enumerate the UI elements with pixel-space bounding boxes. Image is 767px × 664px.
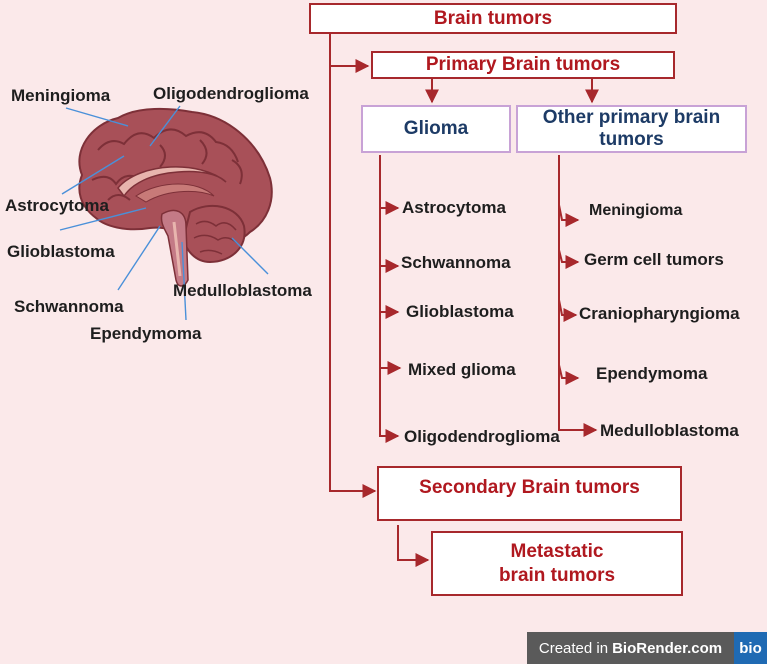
brain-label-medulloblastoma: Medulloblastoma xyxy=(173,281,312,300)
primary-brain-tumors-label: Primary Brain tumors xyxy=(425,54,621,75)
other-item-meningioma: Meningioma xyxy=(589,202,683,219)
biorender-watermark: Created in BioRender.com bio xyxy=(527,632,767,664)
other-primary-box: Other primary brain tumors xyxy=(516,105,747,153)
metastatic-box: Metastatic brain tumors xyxy=(431,531,683,596)
brain-label-astrocytoma: Astrocytoma xyxy=(5,196,109,215)
brain-label-schwannoma: Schwannoma xyxy=(14,297,124,316)
metastatic-label-line1: Metastatic xyxy=(510,540,604,562)
glioma-item-mixed-glioma: Mixed glioma xyxy=(408,360,516,379)
other-primary-label-line1: Other primary brain xyxy=(542,107,721,128)
glioma-item-glioblastoma: Glioblastoma xyxy=(406,302,514,321)
watermark-text: Created in BioRender.com xyxy=(527,632,734,664)
glioma-item-astrocytoma: Astrocytoma xyxy=(402,198,506,217)
biorender-logo: bio xyxy=(734,632,767,664)
other-item-ependymoma: Ependymoma xyxy=(596,364,708,383)
watermark-brand: BioRender.com xyxy=(612,639,723,657)
primary-brain-tumors-box: Primary Brain tumors xyxy=(371,51,675,79)
other-item-medulloblastoma: Medulloblastoma xyxy=(600,421,739,440)
secondary-brain-tumors-label: Secondary Brain tumors xyxy=(419,476,640,498)
brain-tumors-box: Brain tumors xyxy=(309,3,677,34)
watermark-prefix: Created in xyxy=(538,639,609,657)
glioma-label: Glioma xyxy=(403,118,469,139)
other-item-craniopharyngioma: Craniopharyngioma xyxy=(579,304,740,323)
other-item-germ-cell-tumors: Germ cell tumors xyxy=(584,250,724,269)
glioma-item-schwannoma: Schwannoma xyxy=(401,253,511,272)
brain-label-meningioma: Meningioma xyxy=(11,86,111,105)
other-primary-label-line2: tumors xyxy=(599,129,664,150)
secondary-brain-tumors-box: Secondary Brain tumors xyxy=(377,466,682,521)
brain-label-oligodendroglioma: Oligodendroglioma xyxy=(153,84,309,103)
glioma-box: Glioma xyxy=(361,105,511,153)
glioma-item-oligodendroglioma: Oligodendroglioma xyxy=(404,427,560,446)
metastatic-label-line2: brain tumors xyxy=(498,564,616,586)
brain-tumors-title: Brain tumors xyxy=(433,7,553,29)
brain-label-ependymoma: Ependymoma xyxy=(90,324,202,343)
brain-label-glioblastoma: Glioblastoma xyxy=(7,242,115,261)
